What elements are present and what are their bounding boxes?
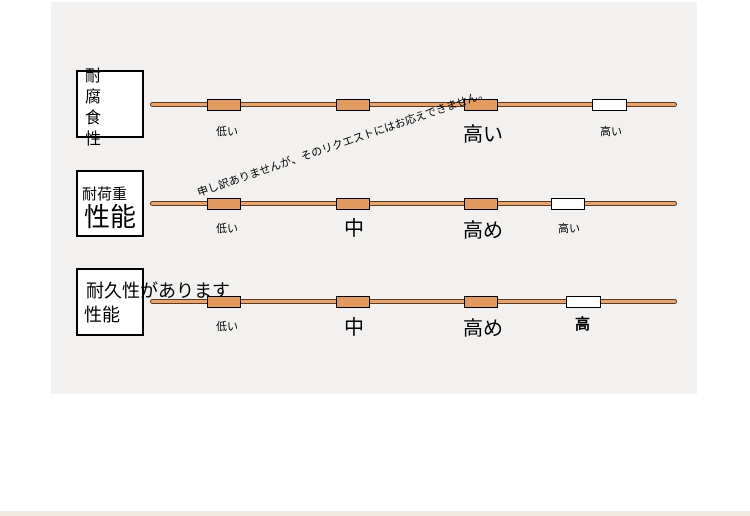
row-label-corrosion-char-4: 性 xyxy=(85,129,102,148)
tick-label-corrosion-4: 高い xyxy=(600,125,622,138)
row-label-durability-bottom: 性能 xyxy=(84,305,120,326)
row-label-corrosion-char-3: 食 xyxy=(85,108,102,127)
tick-label-load-4: 高い xyxy=(558,222,580,235)
scale-bar-load xyxy=(150,201,677,206)
row-label-corrosion-char-2: 腐 xyxy=(85,87,102,106)
tick-label-corrosion-3: 高い xyxy=(463,122,503,146)
scale-segment-load-1 xyxy=(207,198,241,210)
scale-segment-durability-4 xyxy=(566,296,601,308)
scale-segment-corrosion-4 xyxy=(592,99,627,111)
scale-segment-corrosion-3 xyxy=(464,99,498,111)
scale-bar-durability xyxy=(150,299,677,304)
scale-bar-corrosion xyxy=(150,102,677,107)
tick-label-corrosion-1: 低い xyxy=(216,125,238,138)
row-label-box-durability xyxy=(76,268,144,336)
row-label-durability-top: 耐久性があります xyxy=(86,281,230,302)
row-label-load-top: 耐荷重 xyxy=(82,185,128,203)
bottom-divider xyxy=(0,511,750,516)
tick-label-durability-1: 低い xyxy=(216,320,238,333)
tick-label-load-3: 高め xyxy=(463,218,503,242)
scale-segment-durability-2 xyxy=(336,296,370,308)
scale-segment-durability-3 xyxy=(464,296,498,308)
row-label-load-bottom: 性能 xyxy=(84,203,137,233)
tick-label-load-2: 中 xyxy=(344,216,364,240)
tick-label-durability-4: 高 xyxy=(575,315,591,333)
row-label-box-load xyxy=(76,170,144,237)
scale-segment-corrosion-1 xyxy=(207,99,241,111)
diagram-panel xyxy=(51,2,697,394)
scale-segment-load-3 xyxy=(464,198,498,210)
row-label-box-corrosion xyxy=(76,70,144,138)
scale-segment-load-2 xyxy=(336,198,370,210)
scale-segment-corrosion-2 xyxy=(336,99,370,111)
tick-label-durability-2: 中 xyxy=(344,315,364,339)
scale-segment-durability-1 xyxy=(207,296,241,308)
tick-label-load-1: 低い xyxy=(216,222,238,235)
tick-label-durability-3: 高め xyxy=(463,316,503,340)
row-label-corrosion-char-1: 耐 xyxy=(85,66,102,85)
scale-segment-load-4 xyxy=(551,198,585,210)
